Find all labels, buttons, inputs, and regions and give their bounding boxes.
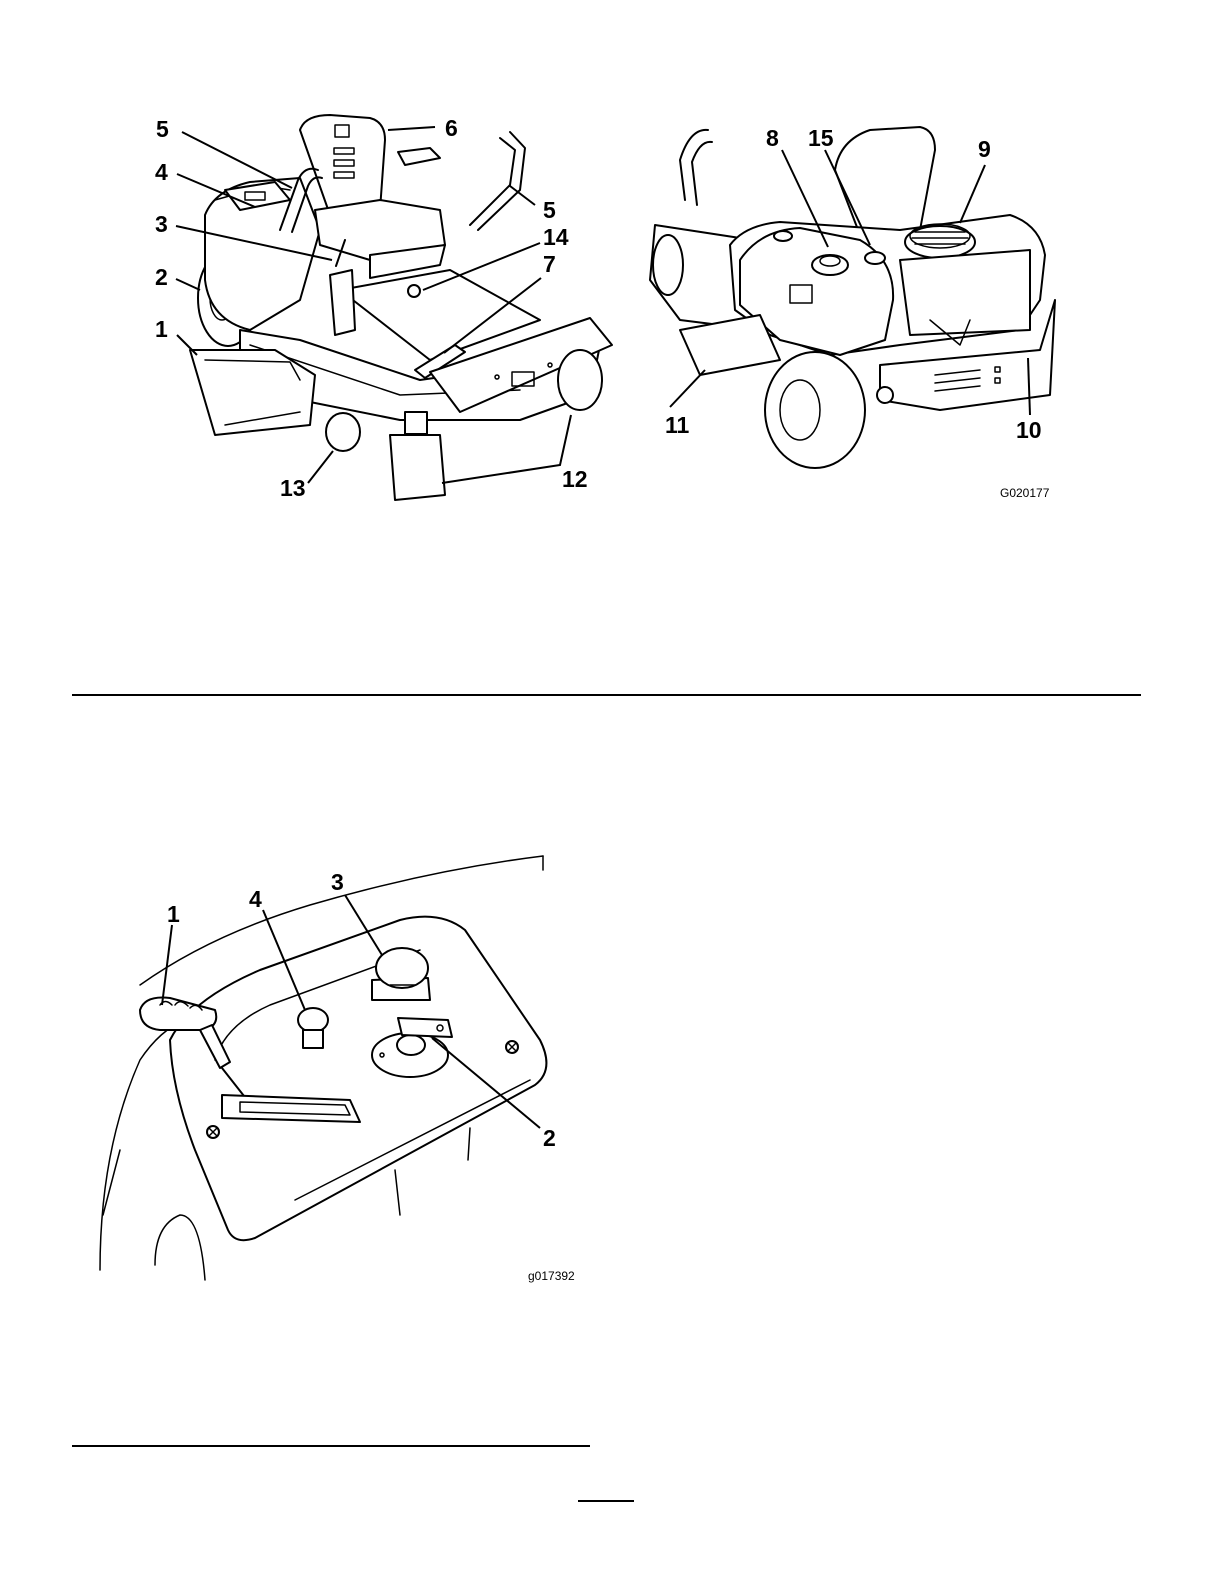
- callout-5-right: 5: [543, 197, 556, 223]
- figure-id-2: g017392: [528, 1269, 575, 1283]
- callout-13: 13: [280, 475, 306, 501]
- mower-front-drawing: [190, 115, 612, 500]
- callout-8: 8: [766, 125, 779, 151]
- figure-control-panel: 1 4 3 2 g017392: [0, 840, 620, 1300]
- section-rule-top: [72, 694, 1141, 696]
- panel-callout-2: 2: [543, 1125, 556, 1151]
- callout-11: 11: [665, 412, 690, 438]
- callout-3: 3: [155, 211, 168, 237]
- callout-15: 15: [808, 125, 834, 151]
- section-rule-bottom: [72, 1445, 590, 1447]
- figure-id-1: G020177: [1000, 486, 1050, 500]
- callout-2: 2: [155, 264, 168, 290]
- callout-9: 9: [978, 136, 991, 162]
- page-number-underline: [578, 1500, 634, 1502]
- callout-12: 12: [562, 466, 588, 492]
- panel-callout-1: 1: [167, 901, 180, 927]
- callout-4: 4: [155, 159, 168, 185]
- figure-mower-overview: 5 4 3 2 1 6 5 14 7 12 13: [0, 0, 1225, 560]
- panel-callout-4: 4: [249, 886, 262, 912]
- callout-14: 14: [543, 224, 569, 250]
- callout-5-left: 5: [156, 116, 169, 142]
- callout-6: 6: [445, 115, 458, 141]
- callout-7: 7: [543, 251, 556, 277]
- mower-rear-drawing: [650, 127, 1055, 468]
- panel-callout-3: 3: [331, 869, 344, 895]
- callout-10: 10: [1016, 417, 1042, 443]
- callout-1: 1: [155, 316, 168, 342]
